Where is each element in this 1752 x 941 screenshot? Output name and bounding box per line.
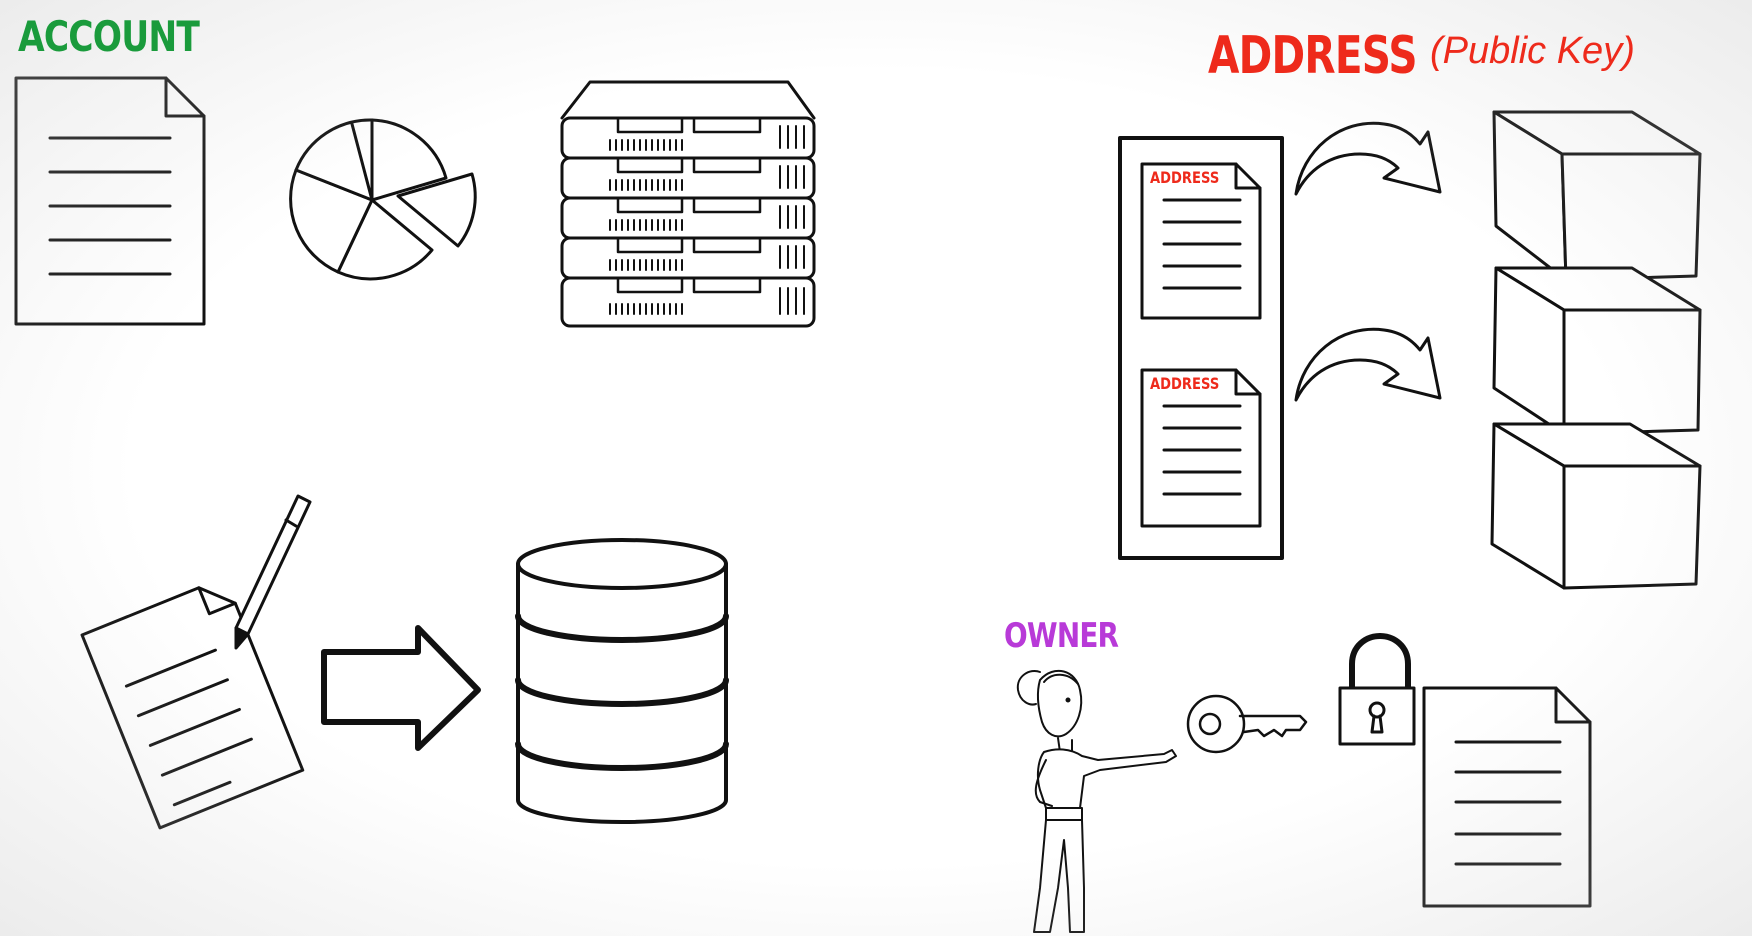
pen-icon [234, 494, 312, 650]
curved-arrow-icon [1294, 121, 1442, 196]
database-icon [515, 538, 729, 824]
public-key-label: (Public Key) [1430, 30, 1635, 72]
curved-arrow-icon [1294, 327, 1442, 402]
account-label: ACCOUNT [18, 12, 200, 61]
signing-document-icon [80, 586, 305, 830]
block-icon [1492, 110, 1702, 282]
address-document-icon [1140, 368, 1262, 528]
pie-chart-icon [289, 118, 477, 281]
doc-address-label: ADDRESS [1150, 374, 1220, 393]
key-icon [1186, 694, 1308, 754]
server-rack-icon [560, 80, 816, 328]
woman-figure-icon [1016, 670, 1177, 933]
doc-address-label: ADDRESS [1150, 168, 1220, 187]
padlock-icon [1338, 633, 1416, 746]
document-icon [14, 76, 206, 326]
address-document-icon [1140, 162, 1262, 320]
address-label: ADDRESS [1208, 26, 1418, 86]
owner-label: OWNER [1004, 616, 1119, 656]
document-icon [1422, 686, 1592, 908]
right-arrow-icon [321, 625, 481, 751]
block-icon [1490, 422, 1702, 590]
block-icon [1492, 266, 1702, 436]
